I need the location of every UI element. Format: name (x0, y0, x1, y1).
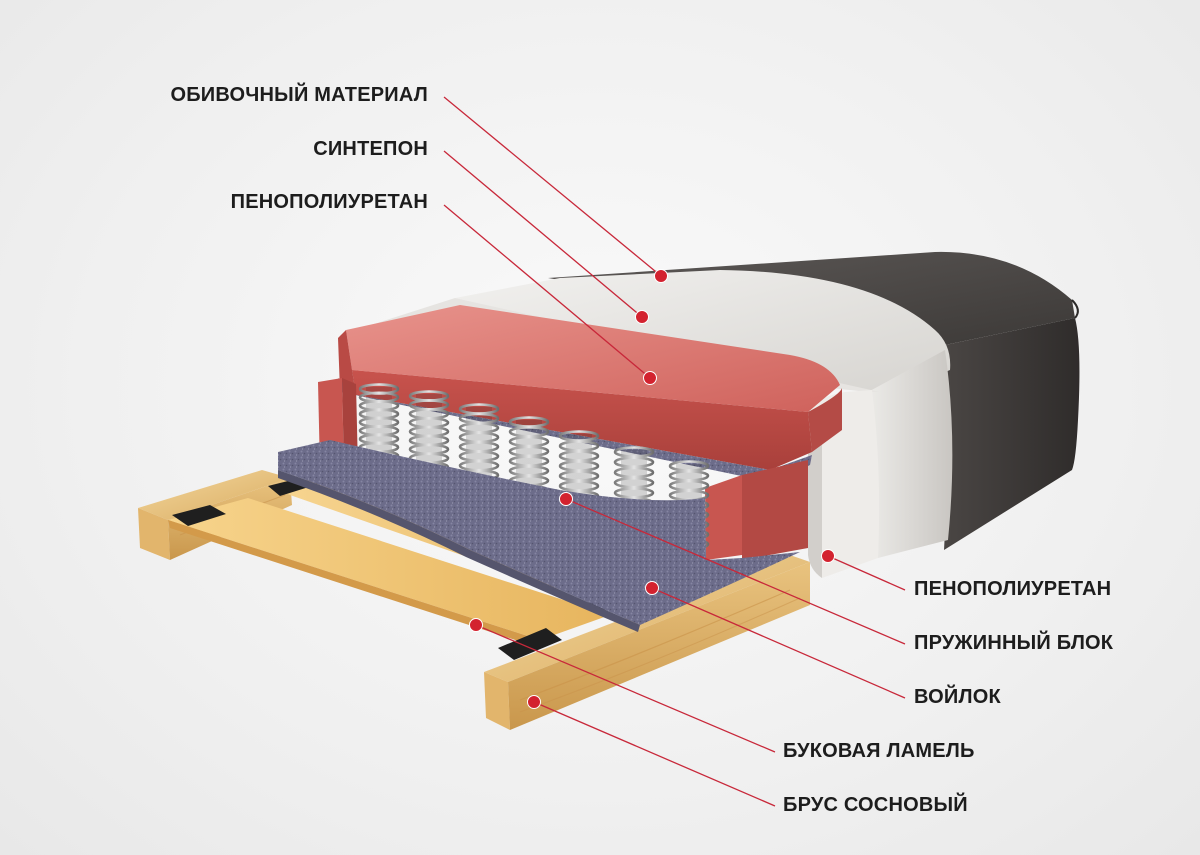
leader-line-batting (443, 150, 643, 318)
leader-line-foam-top (443, 204, 651, 379)
marker-dot-spring-unit (559, 492, 573, 506)
label-pine-beam: БРУС СОСНОВЫЙ (783, 794, 968, 816)
marker-dot-upholstery (654, 269, 668, 283)
marker-dot-batting (635, 310, 649, 324)
leader-line-beech-slat (475, 624, 776, 753)
marker-dot-foam-top (643, 371, 657, 385)
leader-line-upholstery (443, 96, 662, 277)
label-felt: ВОЙЛОК (914, 686, 1001, 708)
label-batting: СИНТЕПОН (313, 138, 428, 160)
leader-line-spring-unit (565, 498, 906, 645)
label-foam-top: ПЕНОПОЛИУРЕТАН (230, 191, 428, 213)
label-upholstery: ОБИВОЧНЫЙ МАТЕРИАЛ (170, 84, 428, 106)
leader-line-pine-beam (533, 701, 776, 807)
leader-line-foam-side (827, 555, 906, 591)
spring-coil (613, 446, 655, 542)
marker-dot-pine-beam (527, 695, 541, 709)
label-foam-side: ПЕНОПОЛИУРЕТАН (914, 578, 1112, 600)
bottom-felt-layer (278, 440, 800, 632)
leader-lines (443, 96, 906, 807)
leader-line-felt (651, 587, 906, 699)
marker-dot-foam-side (821, 549, 835, 563)
label-spring-unit: ПРУЖИННЫЙ БЛОК (914, 632, 1114, 654)
marker-dot-beech-slat (469, 618, 483, 632)
label-beech-slat: БУКОВАЯ ЛАМЕЛЬ (783, 740, 975, 762)
marker-dot-felt (645, 581, 659, 595)
